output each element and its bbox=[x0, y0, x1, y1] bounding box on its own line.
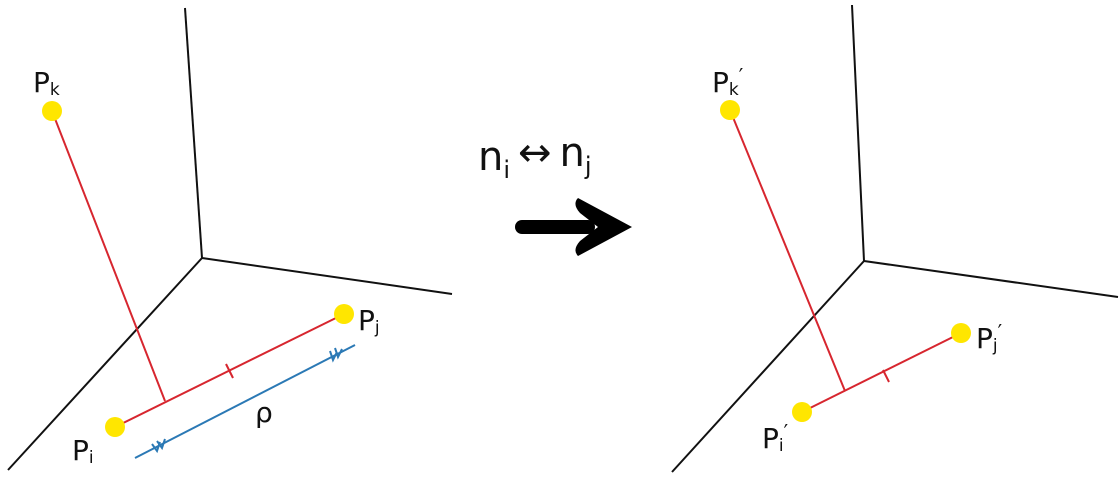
right-point-pk bbox=[720, 100, 740, 120]
right-point-pi bbox=[792, 402, 812, 422]
right-axis-diagonal bbox=[671, 260, 865, 473]
right-pi-pj-segment bbox=[801, 332, 962, 413]
right-label-pk: Pk′ bbox=[712, 64, 744, 100]
right-label-pk-prime: ′ bbox=[739, 64, 744, 88]
left-point-pk bbox=[42, 101, 62, 121]
rho-arrow-mark-right-2 bbox=[334, 347, 343, 360]
transform-arrow-icon bbox=[515, 198, 632, 256]
rho-arrow-mark-right bbox=[329, 350, 338, 363]
right-label-pj: Pj′ bbox=[976, 320, 1003, 356]
right-tick-mark bbox=[882, 369, 890, 383]
swap-right-base: n bbox=[560, 130, 585, 176]
swap-symbol: ↔ bbox=[518, 130, 552, 176]
right-label-pi-prime: ′ bbox=[784, 420, 789, 444]
right-axis-right bbox=[863, 260, 1119, 298]
right-point-pj bbox=[951, 323, 971, 343]
transform-arrow-head bbox=[575, 198, 632, 256]
left-point-pj bbox=[334, 304, 354, 324]
left-label-pi: Pi bbox=[72, 434, 94, 468]
right-label-pi: Pi′ bbox=[762, 420, 789, 456]
right-label-pi-sub: i bbox=[779, 436, 784, 456]
right-label-pj-prime: ′ bbox=[998, 320, 1003, 344]
left-label-pk-base: P bbox=[33, 66, 50, 99]
left-label-pi-sub: i bbox=[89, 448, 94, 468]
swap-panel: ni↔nj bbox=[478, 130, 632, 256]
left-rho-line bbox=[134, 344, 356, 459]
left-axis-right bbox=[201, 257, 453, 295]
rho-arrow-mark-left-2 bbox=[156, 438, 166, 451]
right-axes bbox=[671, 4, 1119, 473]
right-panel: Pk′ Pi′ Pj′ bbox=[671, 4, 1119, 473]
left-axis-diagonal bbox=[7, 257, 203, 471]
swap-left-sub: i bbox=[503, 156, 510, 184]
rho-dimension-line bbox=[134, 344, 356, 459]
swap-right-sub: j bbox=[584, 152, 592, 180]
right-label-pj-sub: j bbox=[992, 336, 998, 356]
swap-left-base: n bbox=[478, 134, 503, 180]
right-label-pi-base: P bbox=[762, 422, 779, 455]
left-label-pi-base: P bbox=[72, 434, 89, 467]
left-label-pj-sub: j bbox=[374, 318, 380, 338]
left-label-pj: Pj bbox=[358, 304, 380, 338]
right-label-pk-base: P bbox=[712, 66, 729, 99]
left-label-pj-base: P bbox=[358, 304, 375, 337]
left-axis-vertical bbox=[184, 7, 203, 259]
left-point-pi bbox=[105, 417, 125, 437]
swap-expression: ni↔nj bbox=[478, 130, 592, 184]
right-axis-vertical bbox=[851, 4, 865, 262]
transform-arrow-shaft bbox=[515, 220, 595, 234]
right-red-lines bbox=[729, 109, 962, 413]
left-tick-mark bbox=[225, 363, 234, 379]
left-panel: Pk Pi Pj ρ bbox=[7, 7, 453, 471]
right-label-pk-sub: k bbox=[729, 80, 739, 100]
left-pk-perpendicular bbox=[51, 110, 166, 402]
left-label-pk: Pk bbox=[33, 66, 60, 100]
left-axes bbox=[7, 7, 453, 471]
right-label-pj-base: P bbox=[976, 322, 993, 355]
rho-label: ρ bbox=[255, 396, 273, 429]
left-label-pk-sub: k bbox=[50, 80, 60, 100]
left-red-lines bbox=[51, 110, 345, 428]
right-pk-perpendicular bbox=[729, 109, 846, 392]
